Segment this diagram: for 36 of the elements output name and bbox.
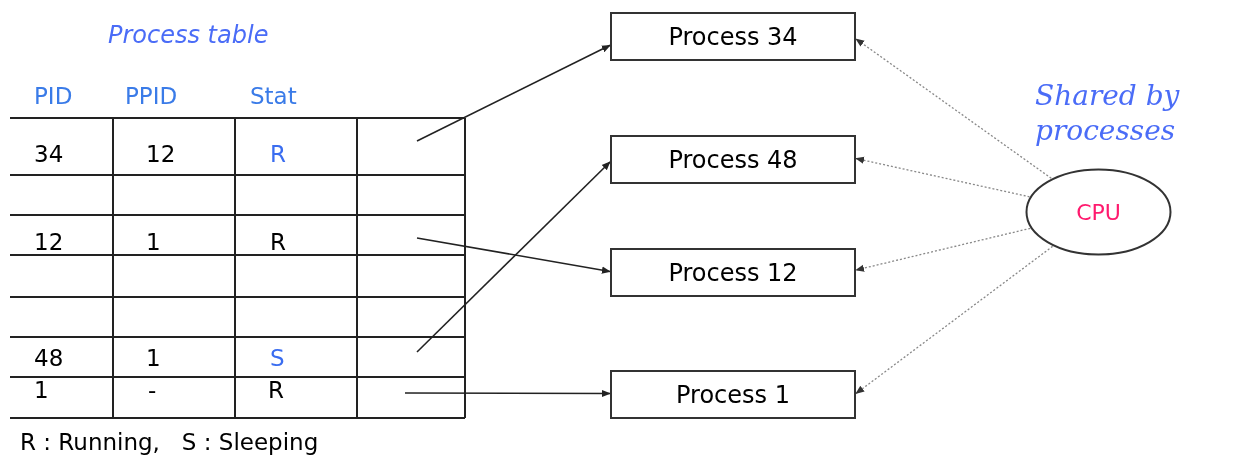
process-label: Process 1 xyxy=(676,380,790,409)
table-cell: R xyxy=(268,378,284,404)
process-box xyxy=(610,135,856,184)
table-cell: - xyxy=(148,378,157,404)
table-cell: 12 xyxy=(34,230,64,256)
arrow xyxy=(416,161,611,353)
arrow xyxy=(416,44,611,142)
cpu-circle xyxy=(1025,168,1172,256)
table-cell: S xyxy=(270,346,285,372)
table-title: Process table xyxy=(108,22,269,49)
table-cell: 1 xyxy=(34,378,49,404)
arrow xyxy=(416,237,611,274)
table-cell: 1 xyxy=(146,230,161,256)
process-box xyxy=(610,370,856,419)
process-label: Process 34 xyxy=(668,22,798,51)
table-cell: 34 xyxy=(34,142,64,168)
arrow xyxy=(855,245,1054,395)
process-box xyxy=(610,12,856,61)
process-label: Process 12 xyxy=(668,258,798,287)
table-cell: R xyxy=(270,230,286,256)
arrow xyxy=(404,389,611,398)
column-header: PPID xyxy=(125,84,178,110)
cpu-label: CPU xyxy=(1076,199,1121,225)
column-header: Stat xyxy=(250,84,297,110)
arrow xyxy=(855,227,1031,272)
table-cell: 48 xyxy=(34,346,64,372)
table-cell: 1 xyxy=(146,346,161,372)
process-box xyxy=(610,248,856,297)
status-key: R : Running, S : Sleeping xyxy=(20,430,319,456)
arrow xyxy=(855,38,1052,179)
table-cell: R xyxy=(270,142,286,168)
arrow xyxy=(855,156,1031,198)
table-cell: 12 xyxy=(146,142,176,168)
column-header: PID xyxy=(34,84,73,110)
process-label: Process 48 xyxy=(668,145,798,174)
note-text: Shared by processes xyxy=(1035,78,1181,148)
